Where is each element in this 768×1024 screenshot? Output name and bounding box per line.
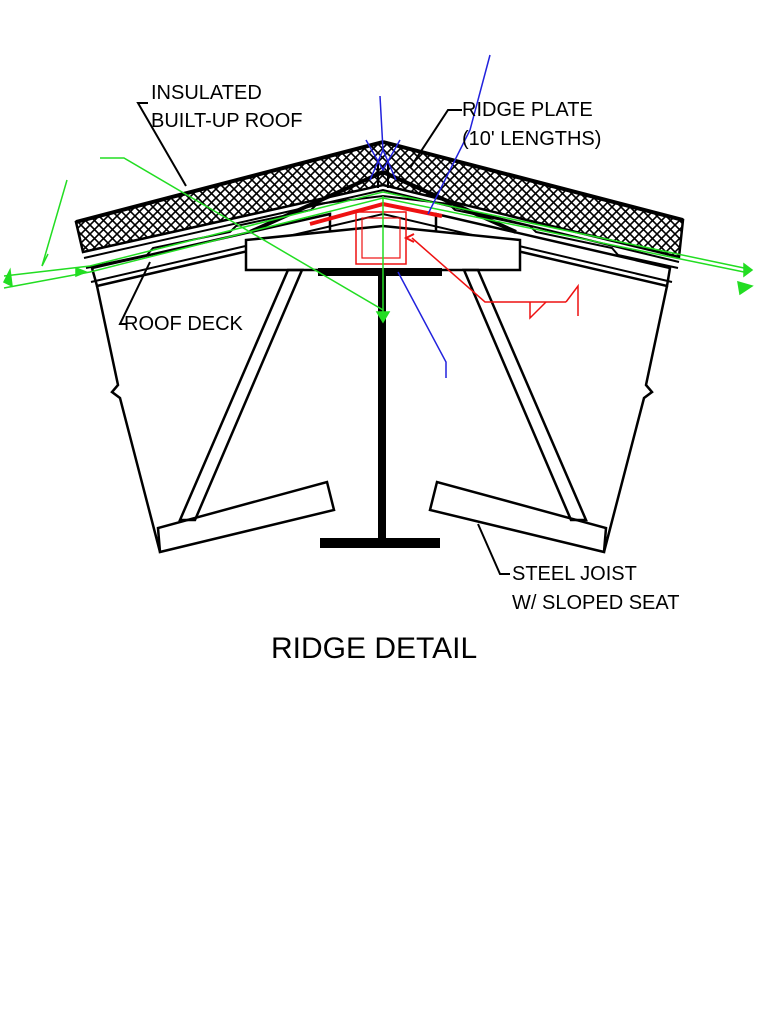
blue-markup (365, 54, 491, 378)
joist-left (95, 268, 336, 554)
label-roof-deck: ROOF DECK (124, 313, 244, 335)
label-ridge-plate-line2: (10' LENGTHS) (462, 128, 601, 150)
green-markup (2, 157, 754, 324)
leader-lines (118, 102, 510, 575)
label-insulated-roof-line1: INSULATED (151, 82, 262, 104)
joist-right (428, 268, 669, 554)
label-steel-joist-line2: W/ SLOPED SEAT (512, 592, 679, 614)
ridge-plate (249, 160, 517, 234)
drawing-title: RIDGE DETAIL (271, 632, 477, 665)
label-ridge-plate-line1: RIDGE PLATE (462, 99, 593, 121)
label-insulated-roof-line2: BUILT-UP ROOF (151, 110, 303, 132)
label-steel-joist-line1: STEEL JOIST (512, 563, 637, 585)
